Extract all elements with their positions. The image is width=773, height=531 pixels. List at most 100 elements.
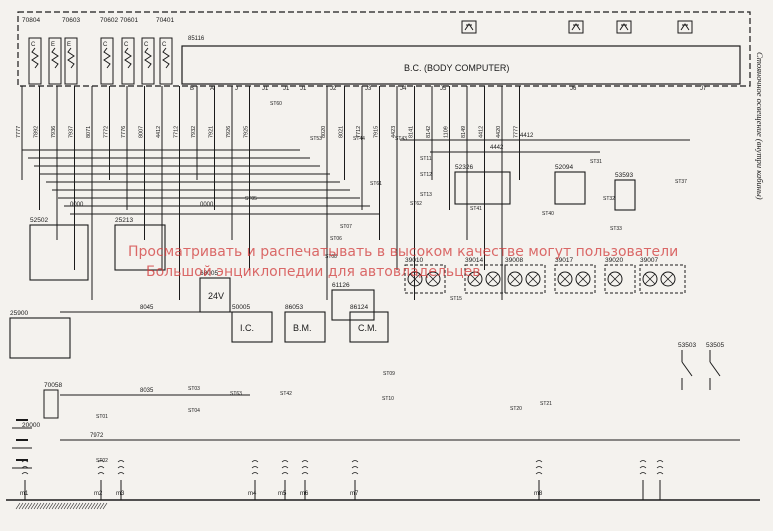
fuse-resistor [51,47,59,69]
splice-label: ST05 [245,196,257,202]
component-39007: 39007 [639,257,686,294]
earth-hatch [93,502,99,510]
component-code: 53503 [678,342,696,349]
splice-label: ST01 [96,414,108,420]
ground-coil [535,466,543,469]
ground-coil [117,472,125,475]
fuse-resistor [144,47,152,69]
wire-code: 7712 [174,126,180,138]
wire-code: 7925 [244,126,250,138]
component-code: 39008 [505,257,523,264]
lamp-icon [677,20,693,34]
lamp-cross [559,273,571,285]
switch-blade [681,361,693,377]
fuse-resistor [31,47,39,69]
ground-coil [351,460,359,463]
wire-code: 7937 [69,126,75,138]
fuse-resistor [67,47,75,69]
ground-coil [251,472,259,475]
component-code: 86124 [350,304,368,311]
lamp-cross [487,273,499,285]
wire-label: 4442 [490,145,504,151]
fuse-body [64,37,78,85]
fuse-letter: C [162,42,167,48]
ground-label: m6 [300,491,309,497]
wire-code: 8021 [339,126,345,138]
wire-code: 4412 [156,126,162,138]
splice-label: ST04 [188,408,200,414]
wire-code: 7915 [374,126,380,138]
component-code: 39014 [465,257,483,264]
ground-coil [281,466,289,469]
component-code: 53505 [706,342,724,349]
lamp-cross [427,273,439,285]
earth-hatch [15,502,21,510]
fuse-letter: E [67,42,71,48]
ground-coil [97,466,105,469]
lamp-cross [527,273,539,285]
wire-label: 0000 [70,202,84,208]
ground-coil [251,466,259,469]
fuse-body [121,37,135,85]
ground-label: m5 [278,491,287,497]
lamp-icon [425,271,441,287]
lamp-icon [642,271,658,287]
earth-hatch [45,502,51,510]
component-53503: 53503 [678,342,696,390]
lamp-icon [485,271,501,287]
component-box [331,289,375,321]
splice-label: ST40 [542,211,554,217]
component-code: 61126 [332,282,350,289]
wire-code: 8007 [139,126,145,138]
ground-coil [535,472,543,475]
lamp-cross [662,273,674,285]
ground-coil [639,460,647,463]
connector-letter: J5 [440,86,447,92]
earth-hatch [42,502,48,510]
component-box [199,277,231,313]
lamp-icon [467,271,483,287]
ground-coil [301,460,309,463]
ground-coil [281,472,289,475]
ground-label: m1 [20,491,29,497]
ground-label: m2 [94,491,103,497]
wire-label: 0000 [200,202,214,208]
fuse-code: 70804 [22,17,40,24]
wire-code: 7936 [51,126,57,138]
earth-hatch [51,502,57,510]
earth-hatch [48,502,54,510]
ground-label: m4 [248,491,257,497]
lamp-icon [575,271,591,287]
lamp-frame [404,264,446,294]
earth-hatch [54,502,60,510]
diagram-title: Стояночное освещение (внутри кабины) [755,52,765,200]
splice-label: ST53 [310,136,322,142]
splice-label: ST37 [675,179,687,185]
splice-label: ST08 [325,254,337,260]
earth-hatch [90,502,96,510]
earth-hatch [66,502,72,510]
switch-blade [709,361,721,377]
ground-coil [97,460,105,463]
component-box [454,171,511,205]
ground-coil [117,466,125,469]
component-code: 52502 [30,217,48,224]
earth-hatch [30,502,36,510]
ground-label: m7 [350,491,359,497]
earth-hatch [69,502,75,510]
earth-hatch [57,502,63,510]
component-code: 70058 [44,382,62,389]
wire-code: 8020 [321,126,327,138]
connector-letter: J1 [262,86,269,92]
ground-coil [281,460,289,463]
component-box [9,317,71,359]
lamp-frame [604,264,636,294]
component-20000: 20000 [22,422,40,429]
earth-hatch [78,502,84,510]
ground-coil [656,466,664,469]
wire-code: 4420 [496,126,502,138]
wire-code: 1109 [444,126,450,138]
splice-label: ST10 [382,396,394,402]
ground-coil [301,466,309,469]
